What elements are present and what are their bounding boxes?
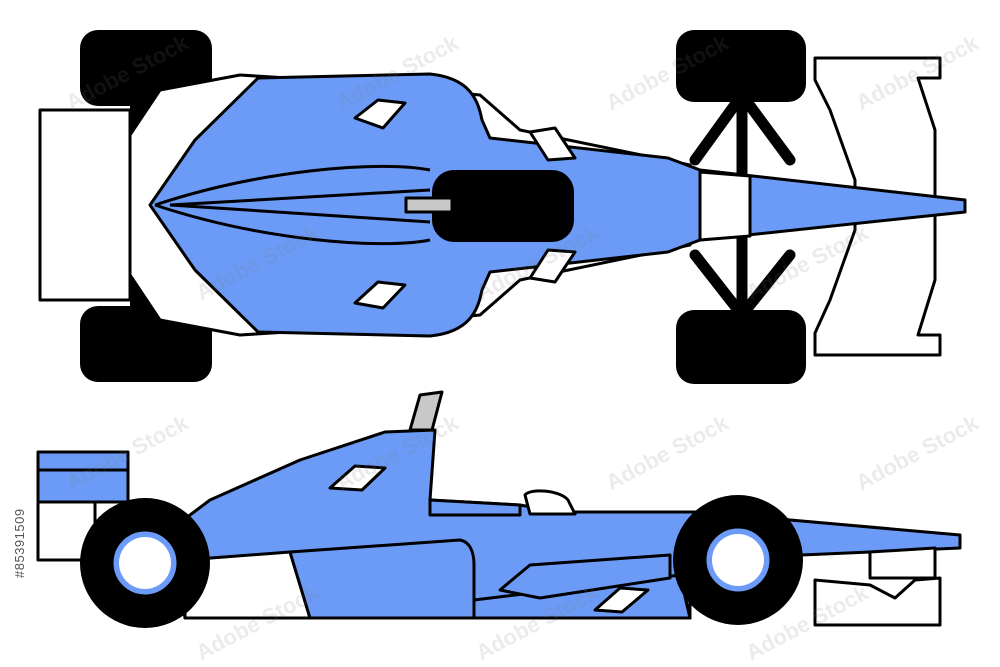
vent-side-lower bbox=[593, 586, 650, 614]
bargeboard-side bbox=[498, 553, 672, 600]
mirror-top-upper bbox=[528, 126, 577, 162]
front-tire-top-upper bbox=[676, 30, 806, 102]
front-tire-top-lower bbox=[676, 310, 806, 384]
cockpit-top bbox=[432, 170, 574, 242]
vent-side-upper bbox=[328, 464, 387, 492]
vent-top-lower bbox=[353, 280, 407, 310]
stock-id-label: #85391509 bbox=[12, 508, 27, 578]
rear-wheel-side bbox=[80, 498, 210, 628]
race-car-side-view bbox=[36, 390, 962, 628]
sidepod-side bbox=[288, 538, 502, 620]
front-wing-side bbox=[813, 576, 942, 627]
rear-wing-side bbox=[36, 450, 130, 504]
vent-top-upper bbox=[353, 98, 407, 130]
body-seams-top bbox=[154, 164, 431, 246]
cockpit-side bbox=[428, 498, 522, 517]
front-wheel-side bbox=[673, 495, 803, 625]
mirror-side bbox=[523, 489, 577, 516]
airbox-tab-side bbox=[408, 390, 444, 432]
steering-tab-top bbox=[404, 196, 454, 214]
mirror-top-lower bbox=[528, 248, 577, 284]
front-wing-endplate-side bbox=[868, 546, 937, 580]
nose-band-top bbox=[698, 170, 752, 242]
race-car-top-view bbox=[38, 30, 967, 384]
rear-wing-top bbox=[38, 108, 132, 302]
